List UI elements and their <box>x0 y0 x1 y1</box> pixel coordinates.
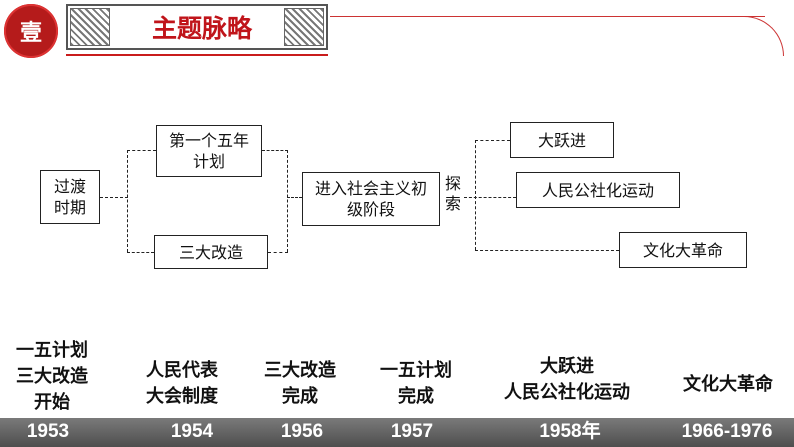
timeline-label-1966: 文化大革命 <box>683 374 773 395</box>
explore-label: 探 索 <box>444 174 461 213</box>
page-title: 主题脉略 <box>130 8 274 46</box>
timeline-label-1954: 人民代表 大会制度 <box>146 360 218 407</box>
connector-to-communes <box>464 197 516 198</box>
timeline-label-1956: 三大改造 完成 <box>264 360 336 407</box>
connector-from-plan <box>262 150 288 151</box>
timeline-label-1953: 一五计划 三大改造 开始 <box>16 340 88 413</box>
connector-to-reforms <box>127 252 154 253</box>
decorative-pattern-left <box>70 8 110 46</box>
connector-from-reforms <box>268 252 288 253</box>
year-1958: 1958年 <box>539 421 601 442</box>
connector-to-plan <box>127 150 156 151</box>
timeline-label-1958: 大跃进 人民公社化运动 <box>504 356 630 403</box>
node-great-leap: 大跃进 <box>510 122 614 158</box>
node-primary-stage: 进入社会主义初 级阶段 <box>302 172 440 226</box>
connector-to-great-leap <box>475 140 510 141</box>
node-three-reforms: 三大改造 <box>154 235 268 269</box>
node-first-five-year-plan: 第一个五年 计划 <box>156 125 262 177</box>
connector-to-stage <box>287 197 302 198</box>
year-1953: 1953 <box>26 421 70 442</box>
connector-mid-bracket <box>287 150 288 252</box>
connector-left-bracket <box>127 150 128 252</box>
node-communes: 人民公社化运动 <box>516 172 680 208</box>
connector-transition <box>100 197 128 198</box>
decorative-pattern-right <box>284 8 324 46</box>
chapter-badge-text: 壹 <box>19 20 42 46</box>
chapter-badge: 壹 <box>4 4 58 58</box>
node-transition-period: 过渡 时期 <box>40 170 100 224</box>
year-1954: 1954 <box>170 421 214 442</box>
year-1956: 1956 <box>280 421 324 442</box>
timeline-label-1957: 一五计划 完成 <box>380 360 452 407</box>
title-underline <box>66 54 328 56</box>
connector-to-cultural-revolution <box>475 250 619 251</box>
title-frame: 主题脉略 <box>66 4 328 50</box>
connector-right-bracket <box>475 140 476 250</box>
node-cultural-revolution: 文化大革命 <box>619 232 747 268</box>
year-1966-1976: 1966-1976 <box>681 421 773 442</box>
top-rule-line <box>330 16 765 17</box>
corner-decoration <box>726 16 784 56</box>
year-1957: 1957 <box>390 421 434 442</box>
timeline-bar <box>0 418 794 447</box>
